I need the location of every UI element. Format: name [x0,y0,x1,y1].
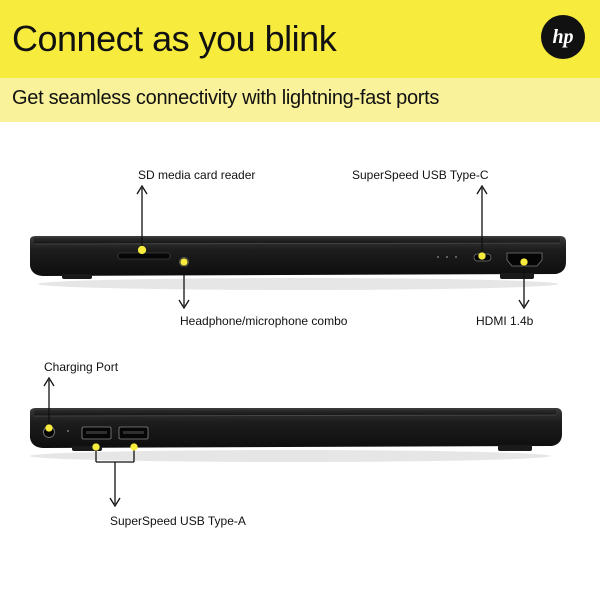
label-usb-type-a: SuperSpeed USB Type-A [110,514,246,528]
page-subtitle: Get seamless connectivity with lightning… [12,87,440,109]
sd-card-slot [117,252,171,260]
usb-a-port [118,426,149,440]
hp-logo-glyph: hp [552,26,573,48]
hp-logo-icon: hp [541,15,585,59]
label-headphone-combo: Headphone/microphone combo [180,314,348,328]
page-title: Connect as you blink [12,18,337,59]
usb-a-port [81,426,112,440]
laptop-left-side-view [30,376,562,508]
label-hdmi: HDMI 1.4b [476,314,534,328]
header-banner [0,0,600,78]
label-usb-type-c: SuperSpeed USB Type-C [352,168,489,182]
svg-text:hp: hp [552,26,573,48]
label-charging-port: Charging Port [44,360,119,374]
laptop-right-side-view [30,184,566,310]
subheader-banner [0,78,600,122]
label-sd-card-reader: SD media card reader [138,168,256,182]
